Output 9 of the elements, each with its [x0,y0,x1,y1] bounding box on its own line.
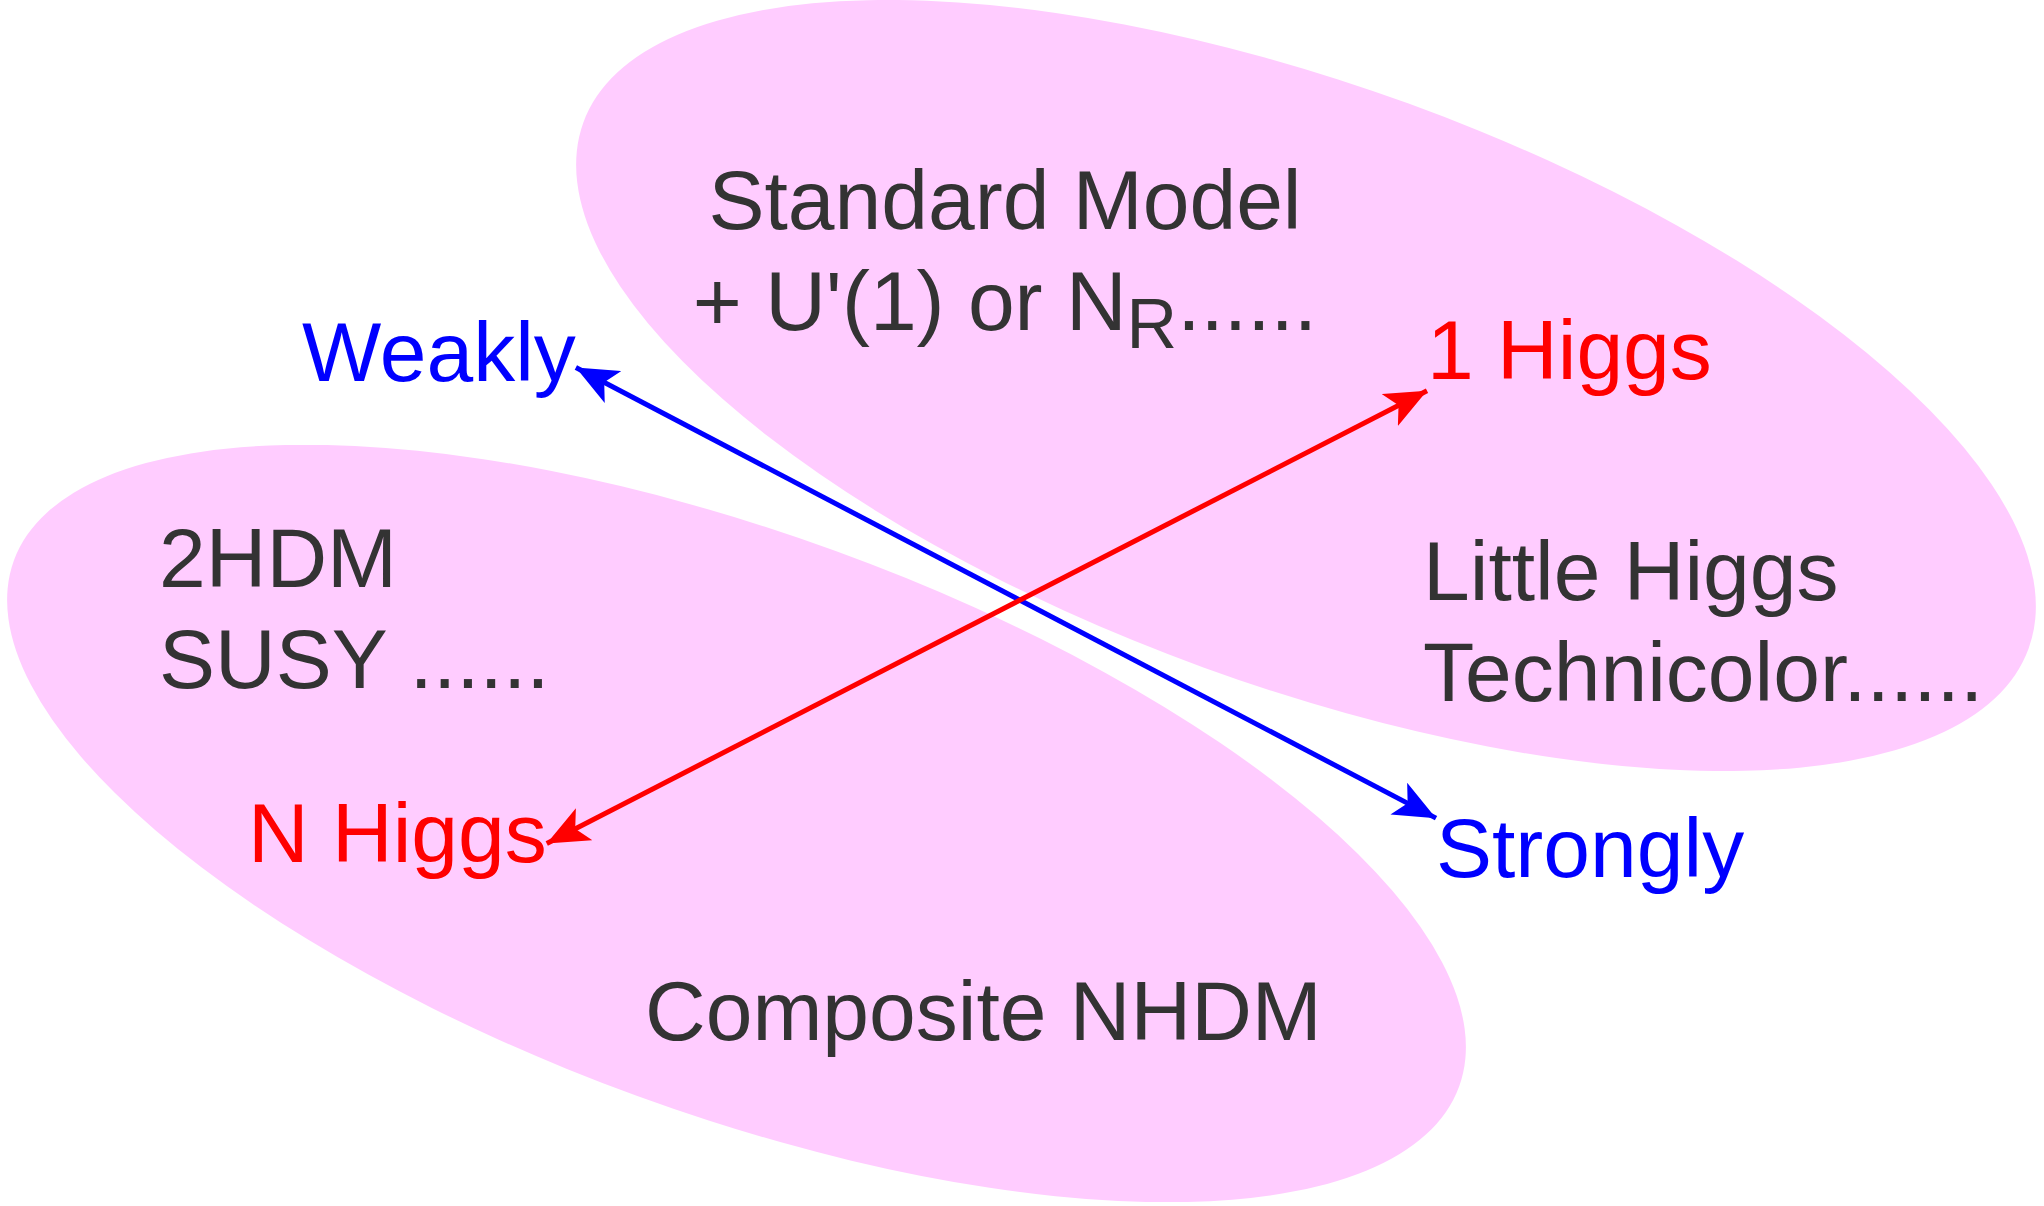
region-text: Composite NHDM [645,963,1322,1060]
scale-label: Weakly [302,302,576,403]
scale-label: 1 Higgs [1427,300,1712,401]
region-ellipse [576,0,2036,771]
scale-label: N Higgs [248,783,547,884]
region-text: Little Higgs Technicolor...... [1423,523,1985,721]
region-text: Standard Model + U'(1) or N$_{R}$...... [691,152,1319,365]
scale-label: Strongly [1436,798,1745,899]
region-text: 2HDM SUSY ...... [159,510,551,708]
